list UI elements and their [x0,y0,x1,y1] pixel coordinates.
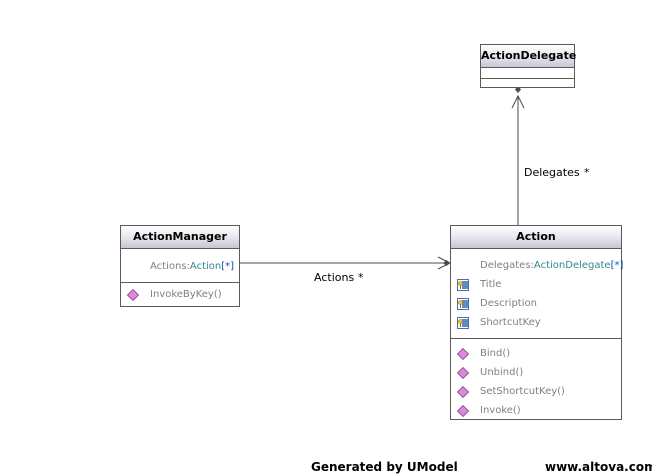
property-name: ShortcutKey [480,317,541,328]
operation-row[interactable]: SetShortcutKey() [451,382,621,401]
property-icon [457,279,469,291]
property-icon [457,298,469,310]
class-action-manager[interactable]: ActionManager Actions:Action[*] InvokeBy… [120,225,240,307]
actions-role-label: Actions [314,271,355,284]
attribute-type: ActionDelegate [533,260,611,271]
property-row[interactable]: Title [451,275,621,294]
class-name: ActionManager [121,226,239,249]
attribute-separator: : [186,261,190,272]
attribute-name: Actions [150,261,187,272]
delegates-role-label: Delegates [524,166,580,179]
attribute-compartment: Actions:Action[*] [121,249,239,283]
class-name: Action [451,226,621,249]
operation-name: InvokeByKey() [150,289,222,300]
actions-multiplicity-label: * [358,271,364,284]
operation-icon [457,367,469,379]
delegates-multiplicity-label: * [584,166,590,179]
generated-by-label: Generated by UModel [311,460,458,474]
operation-row[interactable]: InvokeByKey() [121,285,239,304]
attribute-row[interactable]: Delegates:ActionDelegate[*] [451,256,624,275]
property-name: Description [480,298,537,309]
attribute-row[interactable]: Actions:Action[*] [121,257,239,276]
class-name: ActionDelegate [481,45,576,68]
operation-compartment: InvokeByKey() [121,283,239,306]
operation-name: SetShortcutKey() [480,386,565,397]
operation-icon [457,386,469,398]
operation-icon [457,405,469,417]
operation-row[interactable]: Bind() [451,344,621,363]
operation-row[interactable]: Unbind() [451,363,621,382]
attribute-multiplicity: [*] [221,261,235,272]
attribute-name: Delegates [480,260,531,271]
operation-icon [127,289,139,301]
operation-name: Bind() [480,348,511,359]
operation-compartment [481,79,574,89]
operation-row[interactable]: Invoke() [451,401,621,420]
class-action-delegate[interactable]: ActionDelegate [480,44,576,89]
attribute-type: Action [189,261,222,272]
property-row[interactable]: Description [451,294,621,313]
attribute-separator: : [530,260,534,271]
attribute-compartment: Delegates:ActionDelegate[*] Title Descri… [451,249,624,339]
class-action[interactable]: Action Delegates:ActionDelegate[*] Title… [450,225,624,422]
property-name: Title [480,279,502,290]
attribute-multiplicity: [*] [610,260,624,271]
property-icon [457,317,469,329]
operation-name: Unbind() [480,367,524,378]
operation-compartment: Bind() Unbind() SetShortcutKey() Invoke(… [451,339,621,422]
operation-name: Invoke() [480,405,521,416]
property-row[interactable]: ShortcutKey [451,313,621,332]
website-link[interactable]: www.altova.com [545,460,652,474]
actions-aggregation-diamond [443,260,450,266]
operation-icon [457,348,469,360]
delegates-arrowhead [511,94,525,109]
attribute-compartment [481,68,574,79]
